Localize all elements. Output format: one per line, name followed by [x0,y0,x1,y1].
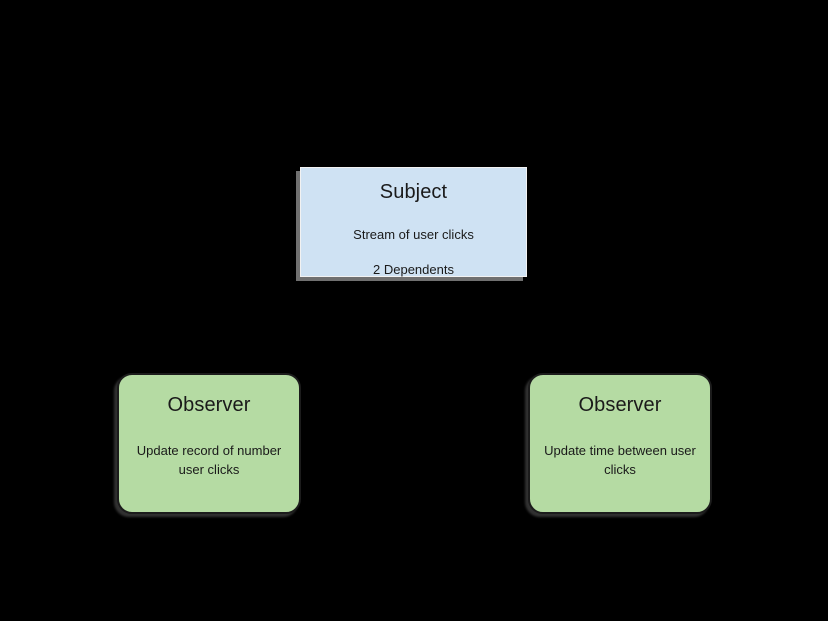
subject-detail-stream: Stream of user clicks [353,227,474,242]
observer-left-title: Observer [167,394,251,416]
subject-title: Subject [379,181,448,203]
observer-node-left[interactable]: Observer Update record of number user cl… [117,373,301,514]
observer-right-title: Observer [578,394,662,416]
observer-left-body: Update record of number user clicks [136,443,282,477]
subject-node[interactable]: Subject Stream of user clicks 2 Dependen… [300,167,527,277]
observer-right-body: Update time between user clicks [544,443,696,477]
observer-node-right[interactable]: Observer Update time between user clicks [528,373,712,514]
subject-detail-dependents: 2 Dependents [373,262,454,278]
